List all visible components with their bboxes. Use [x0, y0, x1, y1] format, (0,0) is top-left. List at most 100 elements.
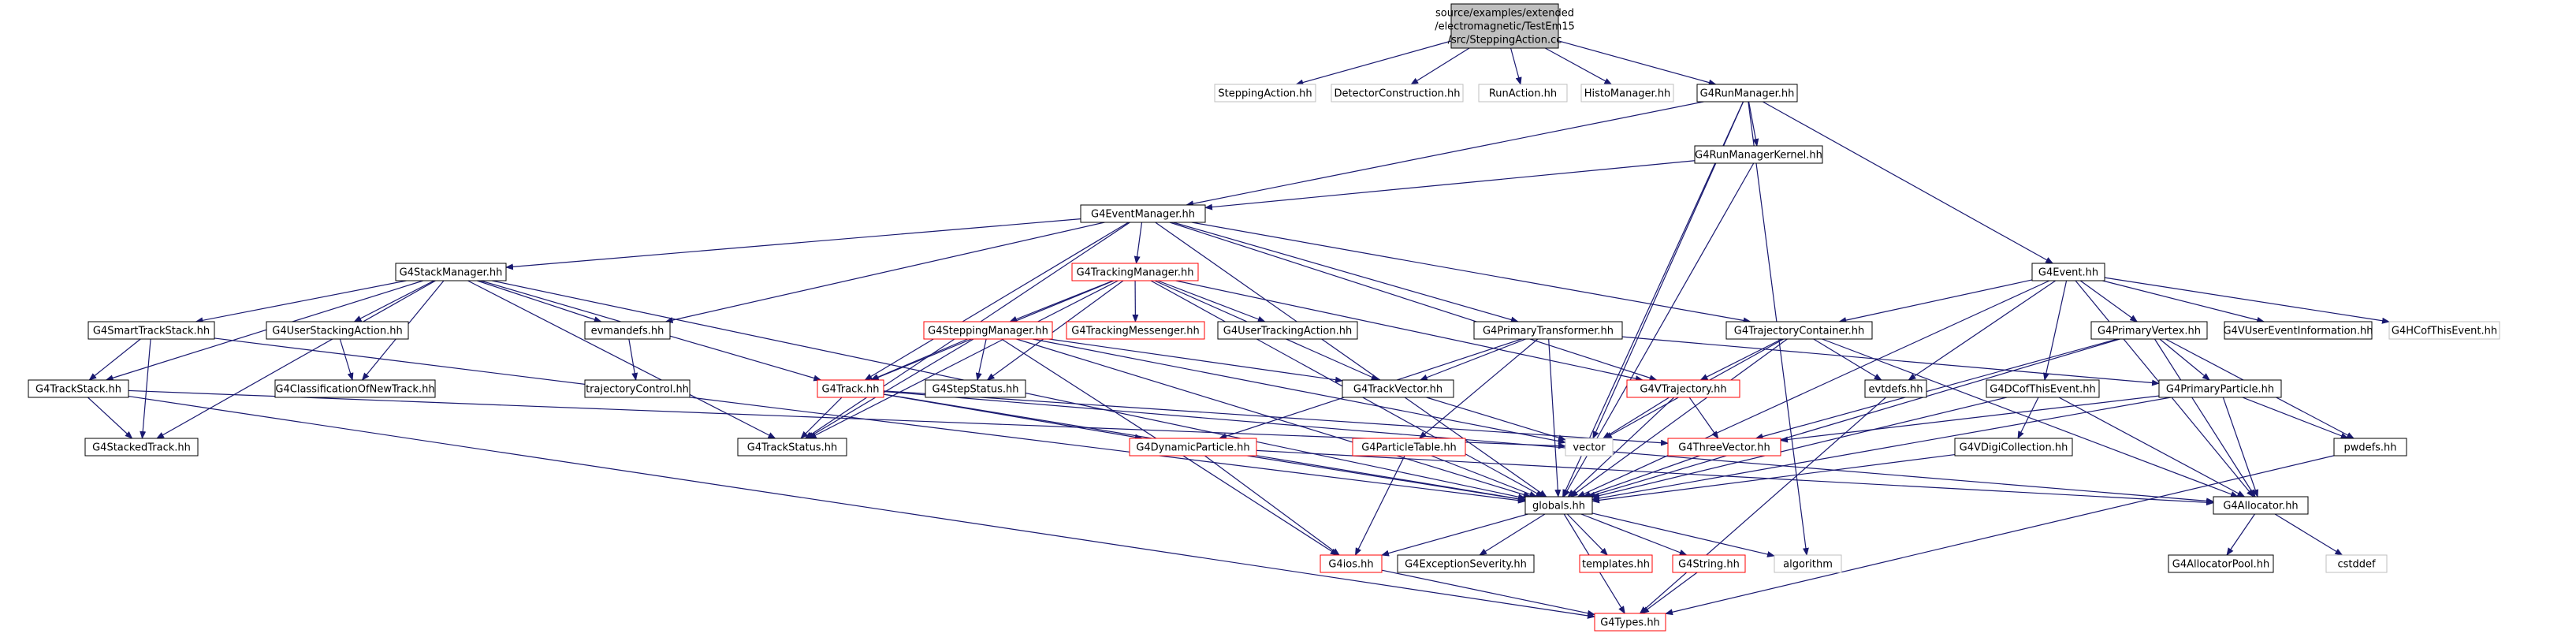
node-G4ParticleTable[interactable]: G4ParticleTable.hh — [1352, 438, 1466, 457]
node-G4PrimaryParticle[interactable]: G4PrimaryParticle.hh — [2158, 379, 2282, 398]
node-box — [1071, 263, 1199, 281]
node-label: G4TrackingManager.hh — [1077, 267, 1194, 279]
node-box — [1672, 554, 1746, 573]
node-box — [2224, 321, 2373, 340]
node-label: G4EventManager.hh — [1091, 209, 1195, 221]
node-label: G4Track.hh — [822, 384, 880, 396]
edge-G4Event-to-globals — [1576, 280, 2050, 498]
edge-globals-to-G4ios — [1381, 513, 1528, 557]
edge-G4Track-to-G4Allocator — [883, 390, 2214, 505]
node-label: G4DCofThisEvent.hh — [1990, 384, 2095, 396]
edge-G4DynamicParticle-to-G4ios — [1204, 455, 1340, 556]
node-trajectoryControl[interactable]: trajectoryControl.hh — [584, 379, 691, 398]
node-pwdefs[interactable]: pwdefs.hh — [2333, 438, 2407, 457]
node-templates[interactable]: templates.hh — [1579, 554, 1653, 573]
node-label: evmandefs.hh — [591, 326, 664, 337]
edge-globals-to-G4String — [1580, 513, 1688, 556]
node-G4TrackVector[interactable]: G4TrackVector.hh — [1342, 379, 1454, 398]
edge-G4TrackStack-to-vector — [128, 389, 1566, 449]
node-label: cstddef — [2337, 559, 2376, 571]
node-G4DCofThisEvent[interactable]: G4DCofThisEvent.hh — [1986, 379, 2100, 398]
node-box — [1694, 145, 1823, 164]
node-box — [1580, 84, 1674, 102]
node-G4ios[interactable]: G4ios.hh — [1320, 554, 1383, 573]
node-G4PrimaryTransformer[interactable]: G4PrimaryTransformer.hh — [1473, 321, 1623, 340]
node-G4StepStatus[interactable]: G4StepStatus.hh — [925, 379, 1026, 398]
node-box — [1214, 84, 1316, 102]
node-SteppingAction: SteppingAction.hh — [1214, 84, 1316, 102]
node-G4TrackStatus[interactable]: G4TrackStatus.hh — [737, 438, 847, 457]
edge-G4VDigiCollection-to-globals — [1591, 453, 1956, 504]
edge-G4TrajectoryContainer-to-evtdefs — [1813, 338, 1882, 381]
node-cstddef: cstddef — [2325, 554, 2388, 573]
node-G4Types[interactable]: G4Types.hh — [1594, 613, 1666, 632]
node-G4TrajectoryContainer[interactable]: G4TrajectoryContainer.hh — [1725, 321, 1873, 340]
node-G4RunManager[interactable]: G4RunManager.hh — [1696, 84, 1798, 102]
node-label: G4RunManagerKernel.hh — [1695, 150, 1822, 162]
node-box — [1320, 554, 1383, 573]
edge-G4PrimaryVertex-to-globals — [1587, 338, 2120, 498]
node-G4Allocator[interactable]: G4Allocator.hh — [2213, 496, 2309, 515]
edge-G4DynamicParticle-to-G4Allocator — [1256, 449, 2214, 506]
node-G4TrackStack[interactable]: G4TrackStack.hh — [28, 379, 129, 398]
node-G4EventManager[interactable]: G4EventManager.hh — [1080, 204, 1206, 223]
node-label: G4UserTrackingAction.hh — [1223, 326, 1352, 337]
node-box — [1066, 321, 1205, 340]
node-root[interactable]: source/examples/extended/electromagnetic… — [1435, 3, 1575, 49]
node-label: G4TrackingMessenger.hh — [1071, 326, 1199, 337]
edge-globals-to-algorithm — [1591, 512, 1775, 557]
node-G4StackedTrack[interactable]: G4StackedTrack.hh — [84, 438, 199, 457]
node-G4ThreeVector[interactable]: G4ThreeVector.hh — [1667, 438, 1781, 457]
node-box — [1397, 554, 1535, 573]
node-box — [1217, 321, 1358, 340]
node-box — [2388, 321, 2500, 340]
node-label: /electromagnetic/TestEm15 — [1435, 21, 1575, 33]
node-label: algorithm — [1783, 559, 1833, 571]
node-evmandefs[interactable]: evmandefs.hh — [584, 321, 671, 340]
node-G4AllocatorPool[interactable]: G4AllocatorPool.hh — [2168, 554, 2274, 573]
node-G4PrimaryVertex[interactable]: G4PrimaryVertex.hh — [2090, 321, 2208, 340]
edge-G4Event-to-G4VUserEventInformation — [2102, 280, 2265, 323]
node-G4Event[interactable]: G4Event.hh — [2031, 263, 2105, 281]
node-label: RunAction.hh — [1489, 88, 1557, 100]
edge-G4SteppingManager-to-G4TrackVector — [1048, 338, 1343, 383]
node-box — [584, 321, 671, 340]
edge-G4SteppingManager-to-vector — [1033, 338, 1566, 445]
node-label: G4VUserEventInformation.hh — [2224, 326, 2373, 337]
node-G4StackManager[interactable]: G4StackManager.hh — [395, 263, 507, 281]
node-G4TrackingManager[interactable]: G4TrackingManager.hh — [1071, 263, 1199, 281]
node-label: G4ios.hh — [1328, 559, 1373, 571]
node-label: pwdefs.hh — [2343, 442, 2396, 454]
node-evtdefs[interactable]: evtdefs.hh — [1864, 379, 1927, 398]
node-label: G4UserStackingAction.hh — [272, 326, 402, 337]
node-G4SmartTrackStack[interactable]: G4SmartTrackStack.hh — [87, 321, 215, 340]
node-label: G4Allocator.hh — [2223, 501, 2298, 512]
edge-G4EventManager-to-G4VTrajectory — [1169, 222, 1658, 382]
node-globals[interactable]: globals.hh — [1524, 496, 1593, 515]
node-G4TrackingMessenger[interactable]: G4TrackingMessenger.hh — [1066, 321, 1205, 340]
node-G4ClassificationOfNewTrack[interactable]: G4ClassificationOfNewTrack.hh — [274, 379, 436, 398]
edge-G4Event-to-G4PrimaryVertex — [2079, 280, 2139, 322]
edge-G4DynamicParticle-to-globals — [1247, 455, 1526, 502]
node-G4RunManagerKernel[interactable]: G4RunManagerKernel.hh — [1694, 145, 1823, 164]
node-label: templates.hh — [1582, 559, 1650, 571]
node-box — [2333, 438, 2407, 457]
node-G4UserTrackingAction[interactable]: G4UserTrackingAction.hh — [1217, 321, 1358, 340]
node-box — [1524, 496, 1593, 515]
edge-G4Allocator-to-G4AllocatorPool — [2226, 513, 2255, 556]
node-G4UserStackingAction[interactable]: G4UserStackingAction.hh — [266, 321, 409, 340]
node-G4SteppingManager[interactable]: G4SteppingManager.hh — [923, 321, 1053, 340]
edge-G4TrackStack-to-G4StackedTrack — [87, 397, 133, 439]
node-G4VTrajectory[interactable]: G4VTrajectory.hh — [1626, 379, 1740, 398]
edge-G4RunManager-to-G4Event — [1762, 101, 2054, 264]
node-G4String[interactable]: G4String.hh — [1672, 554, 1746, 573]
node-G4ExceptionSeverity[interactable]: G4ExceptionSeverity.hh — [1397, 554, 1535, 573]
edge-G4TrackingManager-to-G4StepStatus — [986, 280, 1124, 381]
node-G4VUserEventInformation[interactable]: G4VUserEventInformation.hh — [2224, 321, 2373, 340]
edge-G4StackManager-to-G4UserStackingAction — [353, 280, 434, 322]
node-G4Track[interactable]: G4Track.hh — [817, 379, 884, 398]
node-G4DynamicParticle[interactable]: G4DynamicParticle.hh — [1129, 438, 1257, 457]
node-label: trajectoryControl.hh — [586, 384, 689, 396]
node-G4VDigiCollection[interactable]: G4VDigiCollection.hh — [1954, 438, 2073, 457]
edge-G4PrimaryVertex-to-G4ThreeVector — [1755, 338, 2118, 440]
